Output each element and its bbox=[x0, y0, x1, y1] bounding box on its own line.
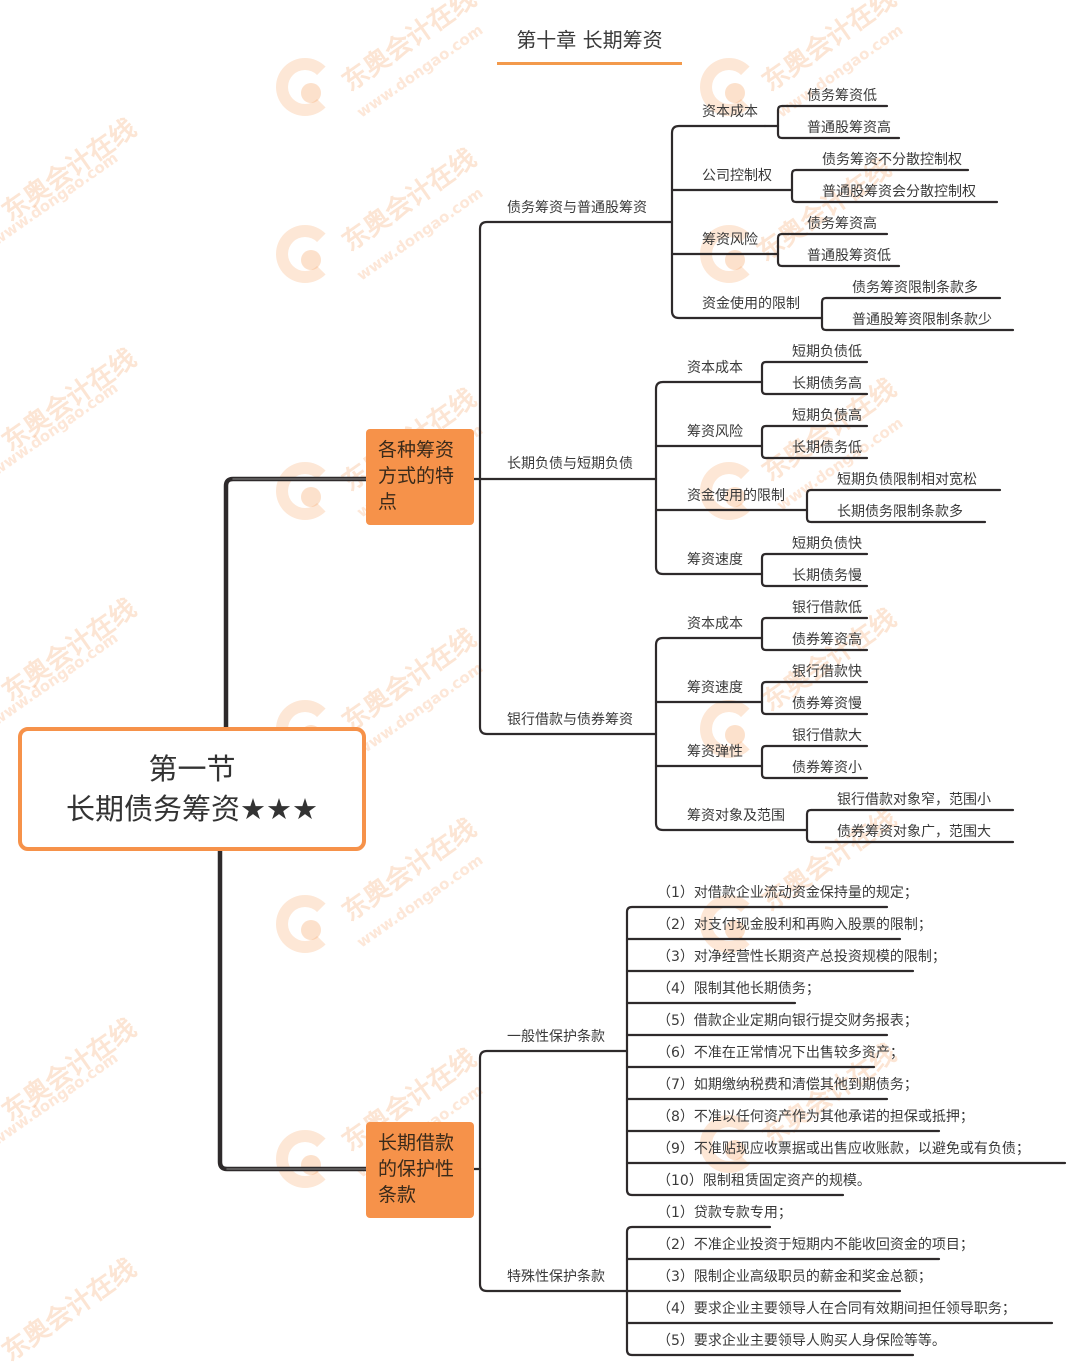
clause-item[interactable]: （6）不准在正常情况下出售较多资产； bbox=[657, 1045, 904, 1061]
leaf[interactable]: 普通股筹资高 bbox=[807, 120, 891, 136]
node-a-restriction[interactable]: 资金使用的限制 bbox=[702, 296, 800, 312]
leaf[interactable]: 债券筹资小 bbox=[792, 760, 862, 776]
node-label-line: 长期借款 bbox=[378, 1132, 455, 1154]
node-a-control[interactable]: 公司控制权 bbox=[702, 168, 772, 184]
leaf[interactable]: 银行借款快 bbox=[792, 664, 862, 680]
clause-item[interactable]: （5）借款企业定期向银行提交财务报表； bbox=[657, 1013, 918, 1029]
leaf[interactable]: 短期负债限制相对宽松 bbox=[837, 472, 977, 488]
clause-item[interactable]: （4）要求企业主要领导人在合同有效期间担任领导职务； bbox=[657, 1301, 1016, 1317]
clause-item[interactable]: （3）限制企业高级职员的薪金和奖金总额； bbox=[657, 1269, 932, 1285]
node-c-cost[interactable]: 资本成本 bbox=[687, 616, 743, 632]
leaf[interactable]: 债务筹资低 bbox=[807, 88, 877, 104]
leaf[interactable]: 债务筹资限制条款多 bbox=[852, 280, 978, 296]
node-debt-vs-equity[interactable]: 债务筹资与普通股筹资 bbox=[507, 200, 647, 216]
leaf[interactable]: 债务筹资不分散控制权 bbox=[822, 152, 962, 168]
node-long-vs-short-debt[interactable]: 长期负债与短期负债 bbox=[507, 456, 633, 472]
node-b-cost[interactable]: 资本成本 bbox=[687, 360, 743, 376]
leaf[interactable]: 债务筹资高 bbox=[807, 216, 877, 232]
node-label-line: 方式的特 bbox=[378, 465, 455, 487]
node-a-cost[interactable]: 资本成本 bbox=[702, 104, 758, 120]
chapter-title: 第十章 长期筹资 bbox=[516, 28, 663, 52]
node-funding-methods[interactable]: 各种筹资 方式的特 点 bbox=[366, 429, 474, 525]
node-b-restriction[interactable]: 资金使用的限制 bbox=[687, 488, 785, 504]
leaf[interactable]: 普通股筹资低 bbox=[807, 248, 891, 264]
node-c-scope[interactable]: 筹资对象及范围 bbox=[687, 808, 785, 824]
leaf[interactable]: 短期负债低 bbox=[792, 344, 862, 360]
clause-item[interactable]: （5）要求企业主要领导人购买人身保险等等。 bbox=[657, 1333, 946, 1349]
node-b-speed[interactable]: 筹资速度 bbox=[687, 552, 743, 568]
leaf[interactable]: 长期债务慢 bbox=[792, 568, 862, 584]
leaf[interactable]: 债券筹资高 bbox=[792, 632, 862, 648]
clause-item[interactable]: （10）限制租赁固定资产的规模。 bbox=[657, 1173, 871, 1189]
leaf[interactable]: 短期负债快 bbox=[792, 536, 862, 552]
node-label-line: 条款 bbox=[378, 1184, 417, 1206]
leaf[interactable]: 债券筹资对象广，范围大 bbox=[837, 824, 991, 840]
node-b-risk[interactable]: 筹资风险 bbox=[687, 424, 743, 440]
leaf[interactable]: 银行借款大 bbox=[792, 728, 862, 744]
leaf[interactable]: 银行借款对象窄，范围小 bbox=[837, 792, 991, 808]
clause-item[interactable]: （9）不准贴现应收票据或出售应收账款，以避免或有负债； bbox=[657, 1141, 1030, 1157]
leaf[interactable]: 银行借款低 bbox=[792, 600, 862, 616]
root-node-line2: 长期债务筹资★★★ bbox=[66, 792, 318, 826]
leaf[interactable]: 长期债务低 bbox=[792, 440, 862, 456]
clause-item[interactable]: （4）限制其他长期债务； bbox=[657, 981, 820, 997]
node-c-flexibility[interactable]: 筹资弹性 bbox=[687, 744, 743, 760]
node-protective-clauses[interactable]: 长期借款 的保护性 条款 bbox=[366, 1122, 474, 1218]
leaf[interactable]: 普通股筹资限制条款少 bbox=[852, 312, 992, 328]
node-a-risk[interactable]: 筹资风险 bbox=[702, 232, 758, 248]
clause-item[interactable]: （7）如期缴纳税费和清偿其他到期债务； bbox=[657, 1077, 918, 1093]
clause-item[interactable]: （1）贷款专款专用； bbox=[657, 1205, 792, 1221]
leaf[interactable]: 债券筹资慢 bbox=[792, 696, 862, 712]
clause-item[interactable]: （8）不准以任何资产作为其他承诺的担保或抵押； bbox=[657, 1109, 974, 1125]
clause-item[interactable]: （2）对支付现金股利和再购入股票的限制； bbox=[657, 917, 932, 933]
root-node-line1: 第一节 bbox=[148, 752, 236, 786]
leaf[interactable]: 普通股筹资会分散控制权 bbox=[822, 184, 976, 200]
node-label-line: 的保护性 bbox=[378, 1158, 455, 1180]
leaf[interactable]: 长期债务限制条款多 bbox=[837, 504, 963, 520]
title-underline bbox=[497, 62, 682, 65]
node-bank-vs-bond[interactable]: 银行借款与债券筹资 bbox=[507, 712, 633, 728]
node-c-speed[interactable]: 筹资速度 bbox=[687, 680, 743, 696]
node-label-line: 各种筹资 bbox=[378, 439, 455, 461]
node-special-clauses[interactable]: 特殊性保护条款 bbox=[507, 1269, 605, 1285]
clause-item[interactable]: （1）对借款企业流动资金保持量的规定； bbox=[657, 885, 918, 901]
root-node[interactable]: 第一节 长期债务筹资★★★ bbox=[18, 727, 366, 851]
node-label-line: 点 bbox=[378, 491, 398, 513]
leaf[interactable]: 短期负债高 bbox=[792, 408, 862, 424]
node-general-clauses[interactable]: 一般性保护条款 bbox=[507, 1029, 605, 1045]
clause-item[interactable]: （2）不准企业投资于短期内不能收回资金的项目； bbox=[657, 1237, 974, 1253]
leaf[interactable]: 长期债务高 bbox=[792, 376, 862, 392]
clause-item[interactable]: （3）对净经营性长期资产总投资规模的限制； bbox=[657, 949, 946, 965]
